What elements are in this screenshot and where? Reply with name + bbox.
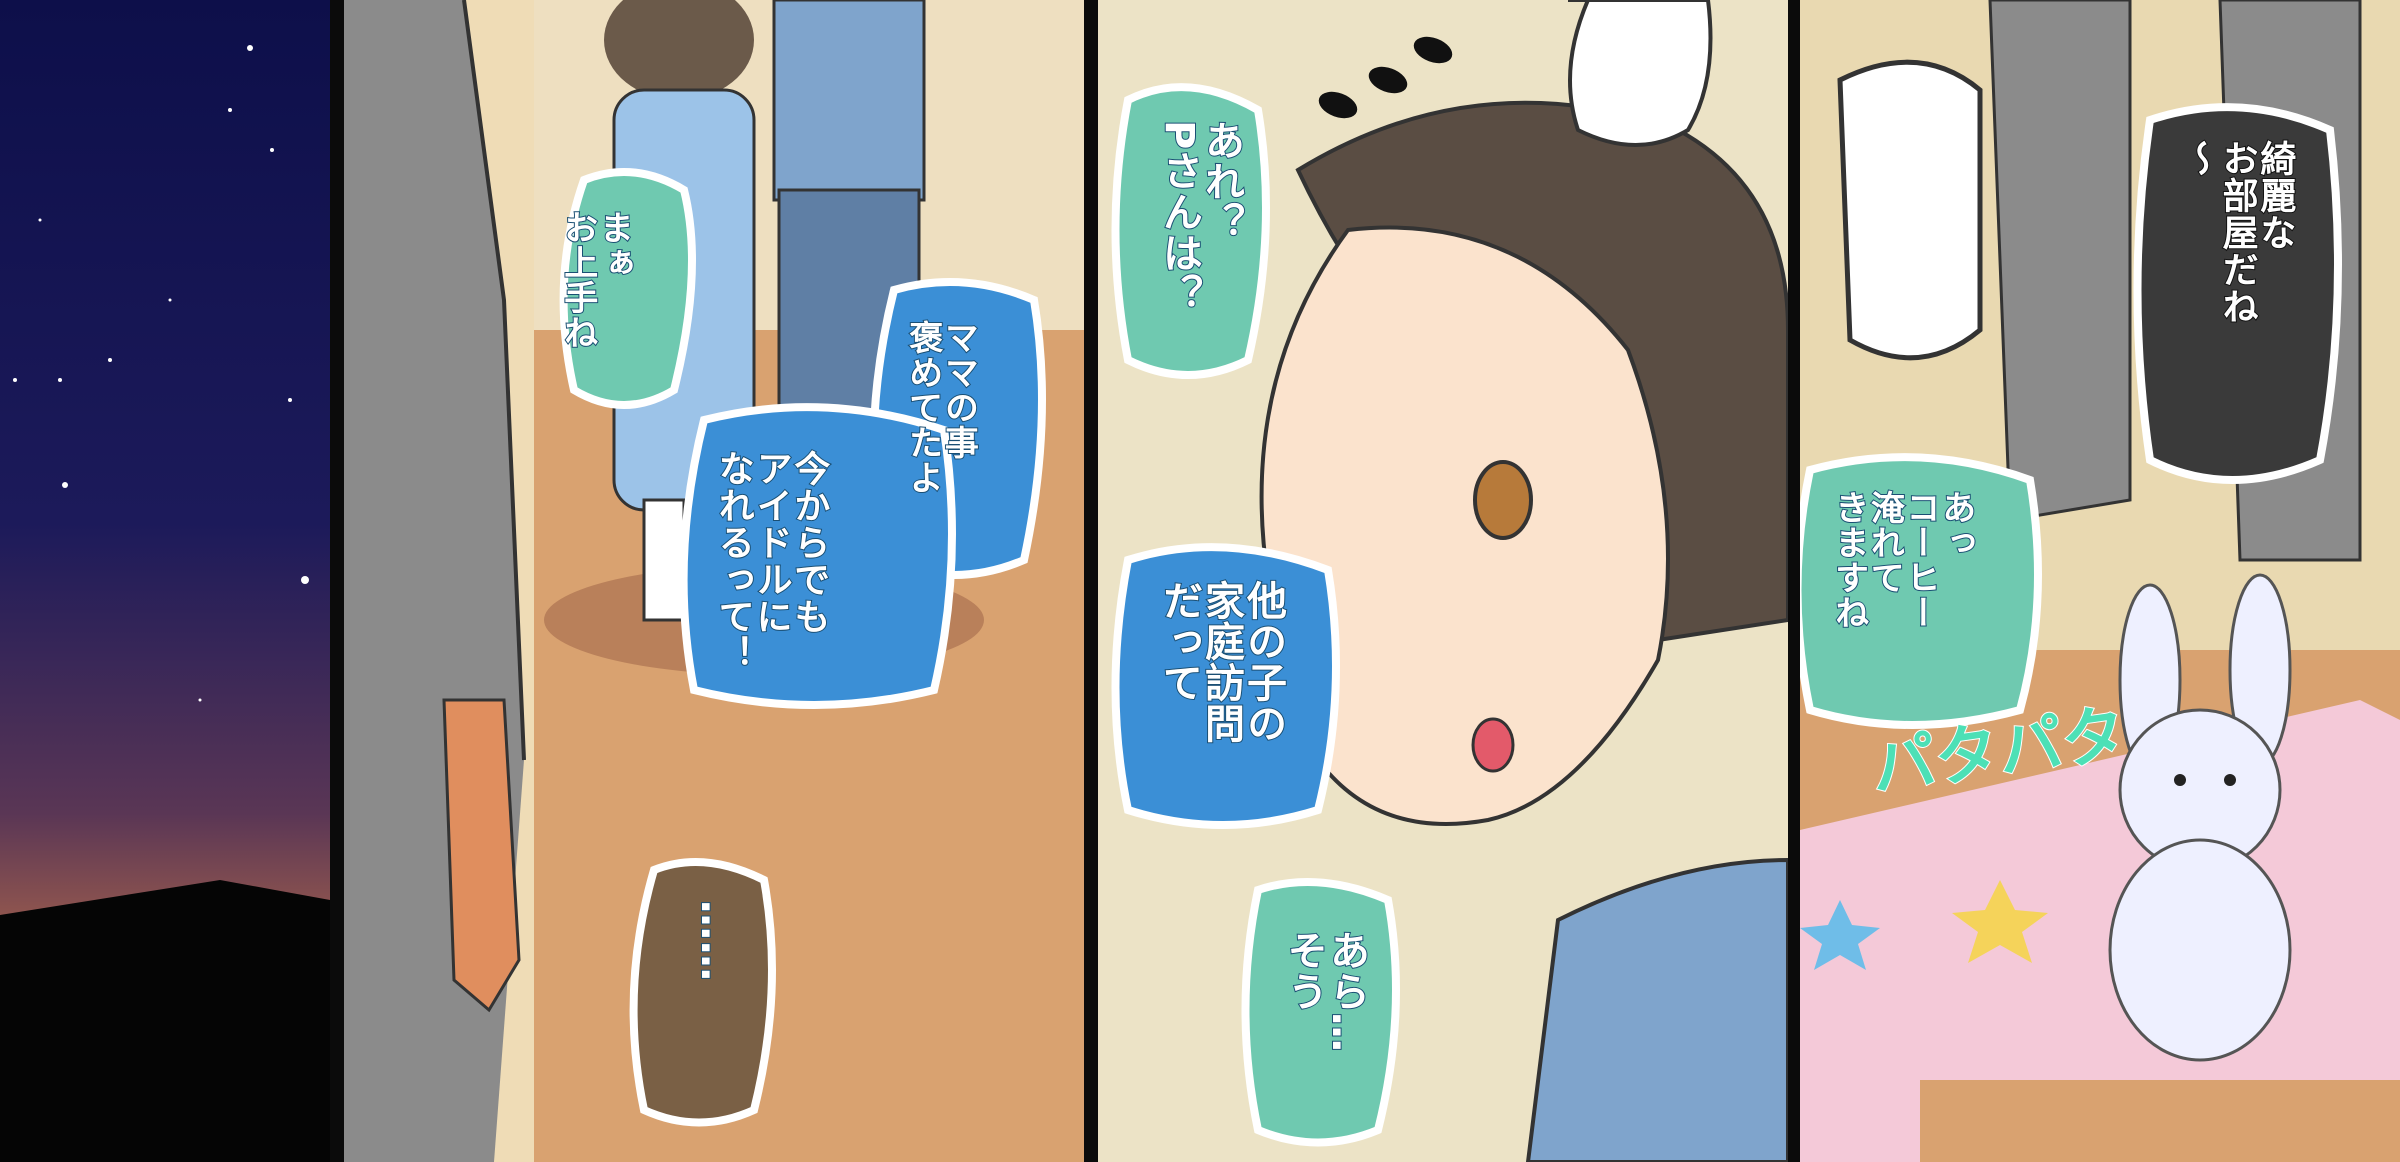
- panel-mother-closeup: あれ？ Pさんは？ 他の子の 家庭訪問 だって あら… そう: [1098, 0, 1788, 1162]
- bubble-maa-ojouzu-ne: まぁ お上手ね: [557, 209, 635, 351]
- bunny-plush: [2108, 573, 2292, 1062]
- night-sky-illustration: [0, 0, 330, 1162]
- panel-room: 綺麗な お部屋だね 〜 あっ コーヒー 淹れて きますね パタパタ: [1800, 0, 2400, 1162]
- room-illustration: [1800, 0, 2400, 1162]
- bubble-a-coffee: あっ コーヒー 淹れて きますね: [1828, 489, 1977, 631]
- panel-hallway: まぁ お上手ね ママの事 褒めてたよ 今からでも アイドルに なれるって！ ……: [344, 0, 1084, 1162]
- mother-closeup-illustration: [1098, 0, 1788, 1162]
- bubble-ellipsis: ……: [691, 899, 739, 983]
- bubble-kirei-na-oheya: 綺麗な お部屋だね 〜: [2178, 139, 2297, 326]
- bubble-mama-no-koto: ママの事 褒めてたよ: [902, 319, 980, 496]
- bubble-ima-kara-demo: 今からでも アイドルに なれるって！: [712, 449, 831, 673]
- bubble-hoka-no-ko-no: 他の子の 家庭訪問 だって: [1155, 579, 1287, 745]
- panel-night-sky: [0, 0, 330, 1162]
- bubble-ara-sou: あら… そう: [1280, 929, 1370, 1054]
- hallway-illustration: [344, 0, 1084, 1162]
- bubble-are-p-san-wa: あれ？ Pさんは？: [1155, 119, 1245, 315]
